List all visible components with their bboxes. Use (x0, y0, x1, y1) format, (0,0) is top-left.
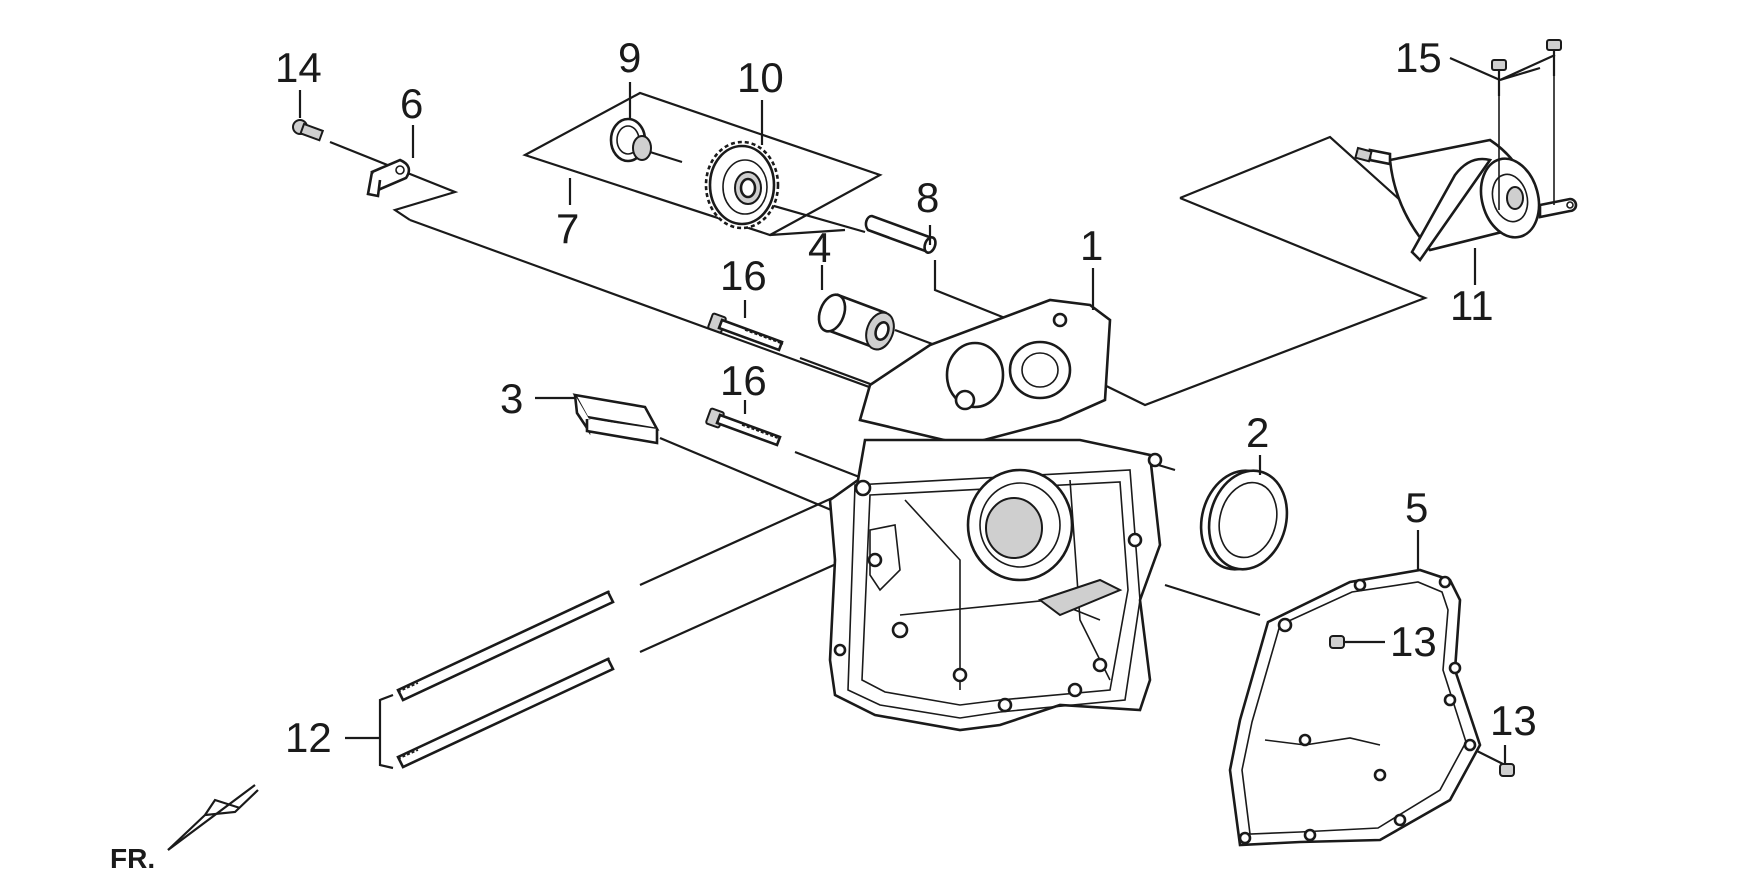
front-direction-arrow (167, 784, 259, 851)
gear-10 (704, 140, 780, 230)
part-label-16-upper: 16 (720, 252, 767, 299)
starter-motor-11 (1354, 138, 1578, 285)
part-label-16-lower: 16 (720, 357, 767, 404)
front-direction-label: FR. (110, 843, 155, 874)
bracket-6 (366, 158, 411, 198)
stud-12-upper (396, 590, 615, 702)
part-label-7: 7 (556, 205, 579, 252)
part-label-4: 4 (808, 224, 831, 271)
part-label-13-upper: 13 (1390, 618, 1437, 665)
guide-3 (572, 393, 660, 445)
label-leaders (298, 82, 1420, 570)
bolt-16-upper (707, 312, 784, 352)
part-label-8: 8 (916, 174, 939, 221)
part-label-11: 11 (1450, 282, 1494, 329)
part-label-6: 6 (400, 80, 423, 127)
part-label-2: 2 (1246, 409, 1269, 456)
dowel-13-upper (1329, 635, 1345, 649)
crankcase-1 (828, 298, 1163, 732)
bolt-16-lower (705, 407, 782, 447)
gear-9 (609, 117, 683, 164)
part-label-13-lower: 13 (1490, 697, 1537, 744)
dowel-13-lower (1499, 763, 1515, 777)
part-label-14: 14 (275, 44, 322, 91)
gasket-5 (1228, 568, 1482, 847)
part-label-5: 5 (1405, 484, 1428, 531)
stud-12-lower (396, 657, 615, 769)
part-label-12: 12 (285, 714, 332, 761)
bolt-14 (292, 119, 325, 142)
bushing-4 (817, 293, 895, 351)
part-label-3: 3 (500, 375, 523, 422)
bolts-15 (1491, 39, 1562, 210)
part-label-10: 10 (737, 54, 784, 101)
part-label-9: 9 (618, 34, 641, 81)
part-label-15: 15 (1395, 34, 1442, 81)
pin-8 (864, 214, 937, 255)
oil-seal-2 (1199, 469, 1289, 571)
stud-12-bracket (378, 693, 394, 770)
part-label-1: 1 (1080, 222, 1103, 269)
